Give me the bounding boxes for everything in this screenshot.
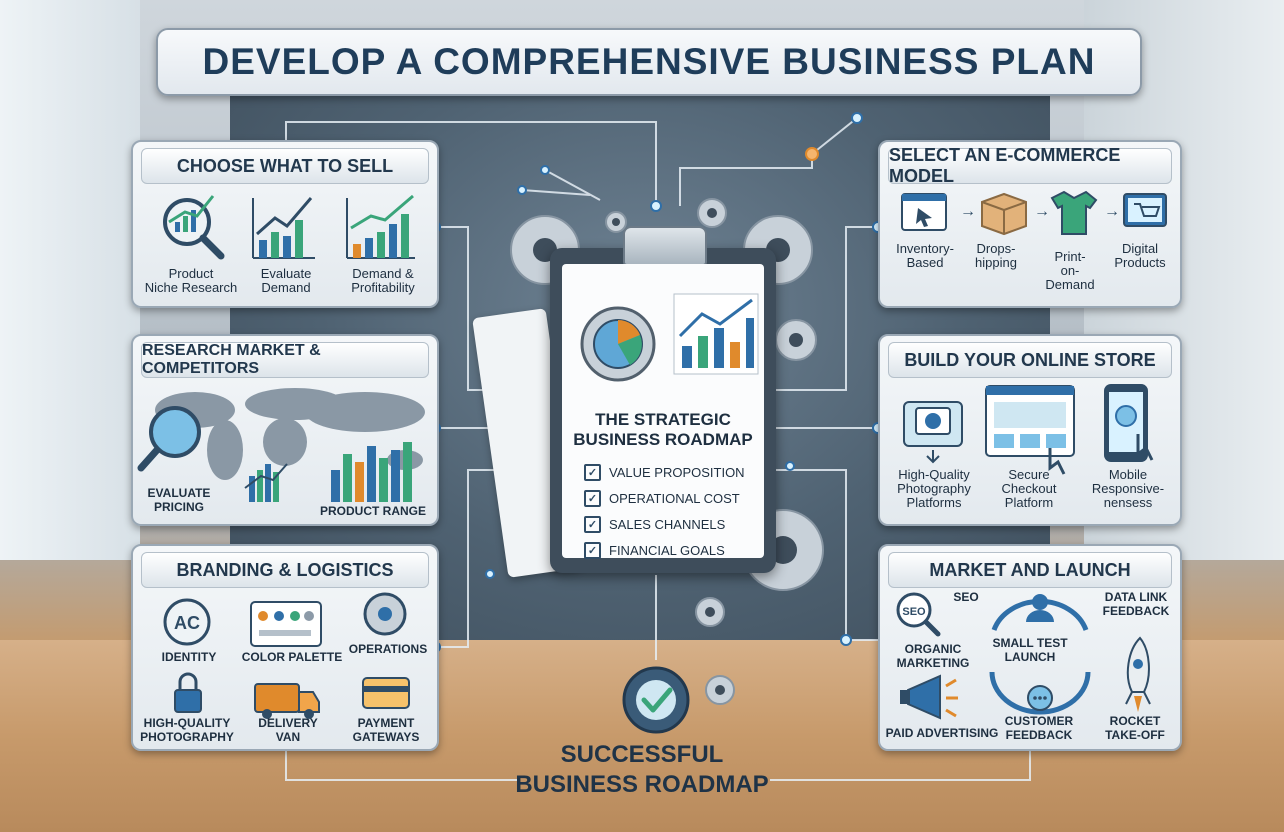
model-icons: → → → (901, 190, 1167, 236)
identity-logo-icon: AC (163, 598, 211, 646)
clipboard-clip (623, 226, 707, 266)
clipboard-paper: THE STRATEGIC BUSINESS ROADMAP ✓VALUE PR… (562, 264, 764, 559)
payment-card-icon (362, 677, 410, 709)
item-label: HIGH-QUALITY PHOTOGRAPHY (140, 716, 234, 744)
megaphone-icon (900, 674, 958, 720)
mobile-phone-icon (1104, 384, 1154, 462)
item-label: Print- on- Demand (1045, 249, 1095, 292)
svg-text:AC: AC (174, 613, 200, 633)
arrow-icon: → (1104, 203, 1120, 220)
pricing-chart-icon (244, 463, 288, 502)
product-range-chart-icon (331, 442, 412, 502)
panel-online-store: BUILD YOUR ONLINE STORE High-Quality Pho… (878, 334, 1182, 526)
panel-heading: CHOOSE WHAT TO SELL (141, 148, 429, 184)
item-label: Inventory- Based (896, 241, 954, 270)
research-icons (137, 388, 425, 502)
launch-icons: SEO (896, 592, 1151, 720)
digital-cart-icon (1123, 193, 1167, 227)
clipboard: THE STRATEGIC BUSINESS ROADMAP ✓VALUE PR… (550, 226, 776, 573)
svg-text:SEO: SEO (902, 606, 926, 618)
item-label: EVALUATE PRICING (147, 486, 211, 514)
magnifier-globe-icon (137, 406, 201, 472)
lock-icon (174, 672, 202, 713)
item-label: PAYMENT GATEWAYS (352, 716, 420, 744)
tshirt-icon (1050, 190, 1098, 235)
item-label: PAID ADVERTISING (885, 726, 999, 740)
profit-chart-icon (346, 194, 415, 259)
panel-heading: RESEARCH MARKET & COMPETITORS (141, 342, 429, 378)
choose-icons (163, 194, 415, 260)
panel-heading: MARKET AND LAUNCH (888, 552, 1172, 588)
background-window-left (0, 0, 140, 560)
panel-ecommerce-model: SELECT AN E-COMMERCE MODEL → → → Invento… (878, 140, 1182, 308)
bar-chart-icon (673, 293, 759, 375)
panel-branding-logistics: BRANDING & LOGISTICS AC IDEN (131, 544, 439, 751)
seo-magnifier-icon: SEO (896, 592, 941, 637)
item-label: Secure Checkout Platform (1001, 467, 1057, 510)
roadmap-graphics (580, 293, 759, 382)
camera-icon (903, 401, 963, 464)
arrow-icon: → (960, 203, 976, 220)
item-label: ROCKET TAKE-OFF (1105, 714, 1165, 742)
panel-market-launch: MARKET AND LAUNCH SEO (878, 544, 1182, 751)
checkout-browser-icon (985, 385, 1075, 475)
item-label: COLOR PALETTE (241, 650, 343, 664)
delivery-van-icon (254, 683, 320, 719)
checklist-item: ✓OPERATIONAL COST (584, 490, 740, 507)
item-label: DATA LINK FEEDBACK (1102, 590, 1170, 618)
operations-gear-icon (363, 592, 407, 636)
title-banner: DEVELOP A COMPREHENSIVE BUSINESS PLAN (156, 28, 1142, 96)
item-label: PRODUCT RANGE (319, 504, 426, 518)
magnifier-chart-icon (163, 195, 225, 260)
item-label: Drops- hipping (975, 241, 1017, 270)
checklist-item: ✓VALUE PROPOSITION (584, 464, 745, 481)
item-label: Product Niche Research (144, 266, 238, 295)
gear-pie-icon (580, 306, 656, 382)
item-label: Evaluate Demand (260, 266, 312, 295)
roadmap-title: THE STRATEGIC BUSINESS ROADMAP (573, 410, 753, 449)
item-label: High-Quality Photography Platforms (897, 467, 971, 510)
item-label: IDENTITY (161, 650, 217, 664)
item-label: Demand & Profitability (351, 266, 415, 295)
rocket-icon (1125, 636, 1151, 712)
arrow-icon: → (1034, 203, 1050, 220)
branding-icons: AC (163, 592, 410, 719)
growth-chart-icon (252, 197, 315, 259)
panel-heading: SELECT AN E-COMMERCE MODEL (888, 145, 1172, 186)
item-label: CUSTOMER FEEDBACK (1004, 714, 1074, 742)
item-label: SMALL TEST LAUNCH (992, 636, 1068, 664)
panel-heading: BRANDING & LOGISTICS (141, 552, 429, 588)
item-label: DELIVERY VAN (258, 716, 318, 744)
panel-choose-what-to-sell: CHOOSE WHAT TO SELL Product Niche Resear… (131, 140, 439, 308)
user-icon (1026, 594, 1054, 622)
item-label: SEO (953, 590, 979, 604)
footer-title: SUCCESSFUL BUSINESS ROADMAP (515, 741, 769, 798)
page-title: DEVELOP A COMPREHENSIVE BUSINESS PLAN (202, 41, 1096, 82)
browser-cursor-icon (901, 193, 947, 231)
checklist-item: ✓FINANCIAL GOALS (584, 542, 725, 559)
panel-research-market: RESEARCH MARKET & COMPETITORS EVALUATE P… (131, 334, 439, 526)
item-label: Digital Products (1114, 241, 1166, 270)
checklist-item: ✓SALES CHANNELS (584, 516, 725, 533)
store-icons (903, 384, 1154, 475)
panel-heading: BUILD YOUR ONLINE STORE (888, 342, 1172, 378)
color-palette-icon (250, 601, 322, 647)
chat-bubble-icon (1027, 685, 1053, 711)
item-label: OPERATIONS (348, 642, 428, 656)
item-label: ORGANIC MARKETING (896, 642, 970, 670)
box-icon (981, 192, 1027, 236)
item-label: Mobile Responsive- nensess (1091, 467, 1165, 510)
